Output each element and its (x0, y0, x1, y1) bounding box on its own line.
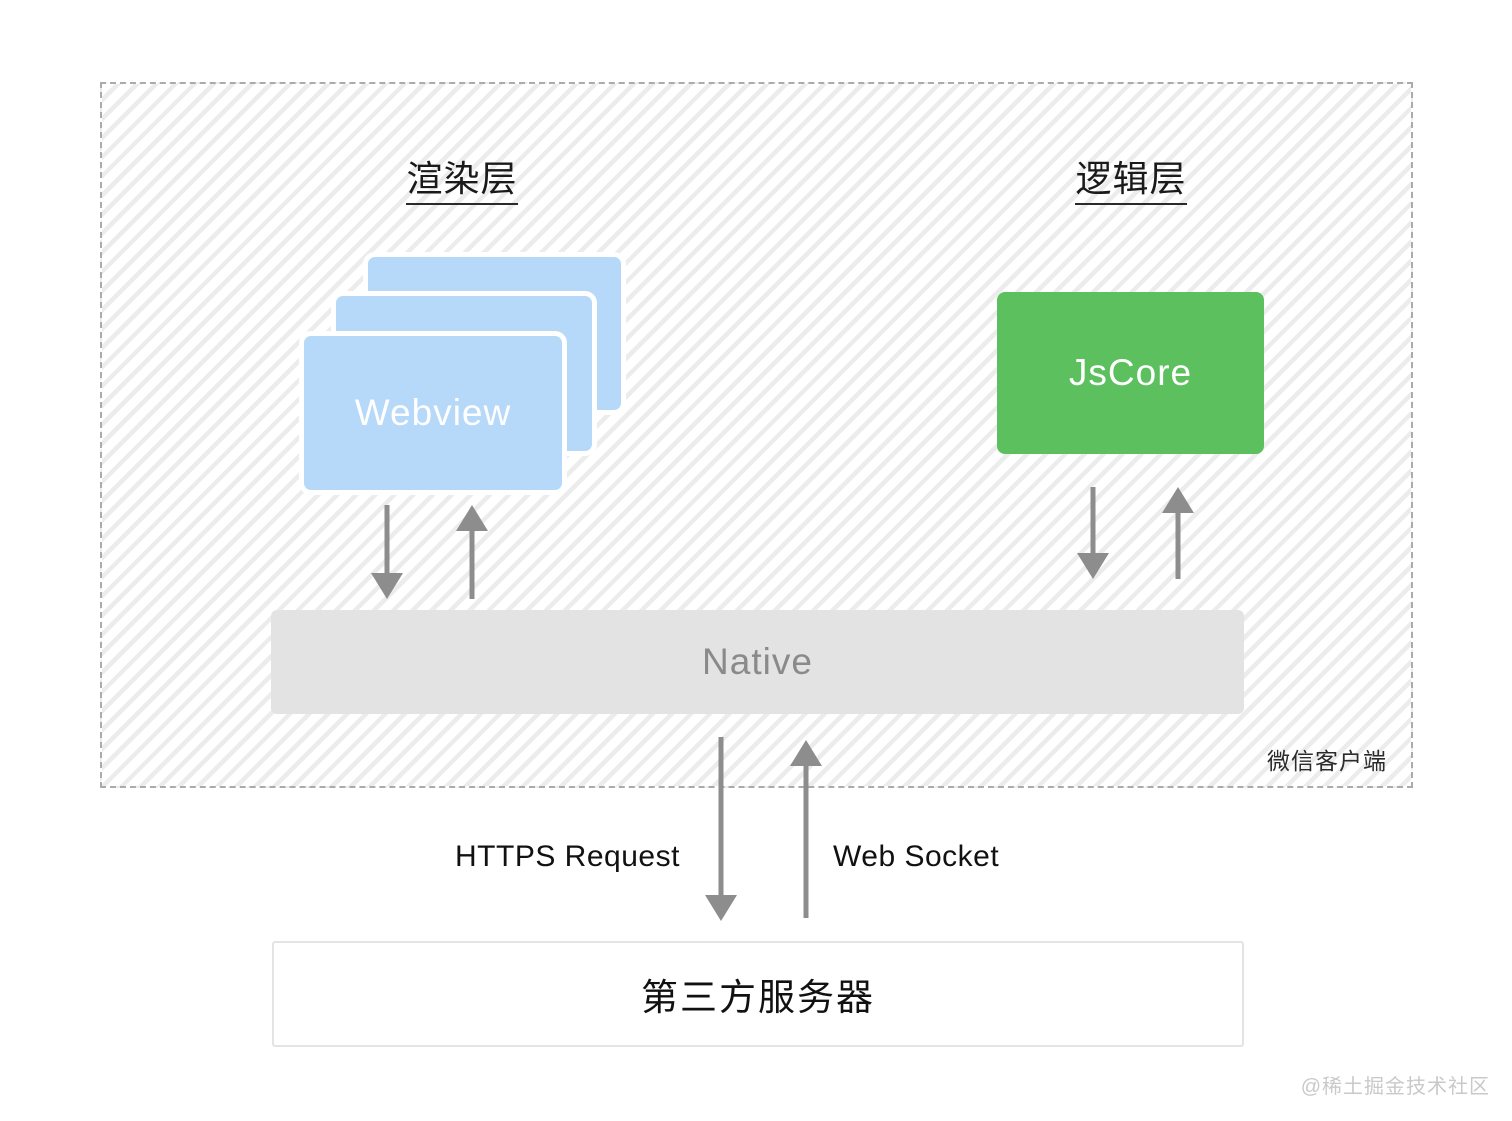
logic-layer-title: 逻辑层 (1011, 150, 1251, 205)
arrow-shaft (384, 505, 390, 577)
arrow-head (1162, 487, 1194, 513)
arrow-shaft (1090, 487, 1096, 557)
logic-layer-title-text: 逻辑层 (1075, 158, 1187, 205)
arrow-down-icon (704, 737, 738, 921)
arrow-up-icon (789, 740, 823, 918)
wechat-client-label: 微信客户端 (1267, 748, 1387, 774)
watermark: @稀土掘金技术社区 (1300, 1076, 1490, 1098)
arrow-head (1077, 553, 1109, 579)
arrow-shaft (469, 527, 475, 599)
native-bar: Native (271, 610, 1244, 714)
arrow-head (790, 740, 822, 766)
arrow-down-icon (370, 505, 404, 599)
arrow-head (705, 895, 737, 921)
arrow-shaft (1175, 509, 1181, 579)
arrow-down-icon (1076, 487, 1110, 579)
web-socket-label: Web Socket (833, 840, 1000, 873)
arrow-shaft (803, 762, 809, 918)
arrow-head (371, 573, 403, 599)
third-party-server-label: 第三方服务器 (641, 977, 875, 1018)
third-party-server-box: 第三方服务器 (272, 941, 1244, 1047)
webview-label: Webview (354, 392, 512, 433)
render-layer-title-text: 渲染层 (406, 158, 518, 205)
arrow-up-icon (455, 505, 489, 599)
arrow-up-icon (1161, 487, 1195, 579)
arrow-head (456, 505, 488, 531)
native-label: Native (702, 641, 813, 682)
https-request-label: HTTPS Request (455, 840, 680, 873)
arrow-shaft (718, 737, 724, 899)
render-layer-title: 渲染层 (342, 150, 582, 205)
jscore-label: JsCore (1068, 352, 1193, 393)
webview-card-front: Webview (299, 331, 567, 495)
jscore-box: JsCore (997, 292, 1264, 454)
